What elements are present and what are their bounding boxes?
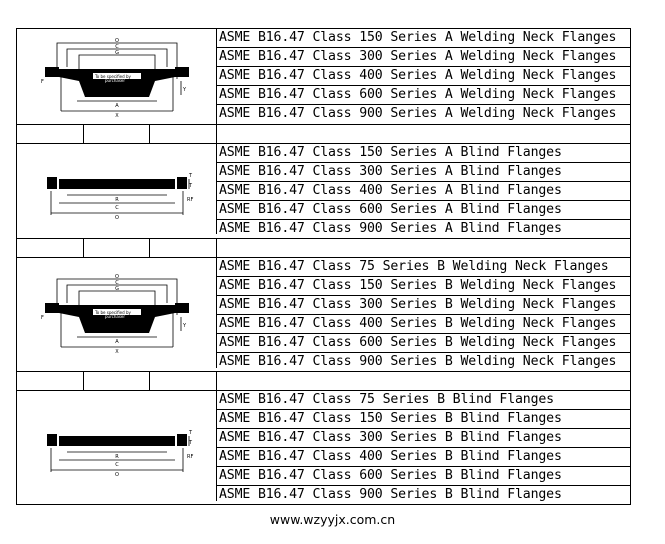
list-item: ASME B16.47 Class 300 Series A Welding N… — [217, 48, 630, 67]
svg-text:G: G — [115, 286, 119, 292]
list-item: ASME B16.47 Class 400 Series B Welding N… — [217, 315, 630, 334]
svg-text:purchaser: purchaser — [105, 314, 125, 319]
list-item: ASME B16.47 Class 400 Series B Blind Fla… — [217, 448, 630, 467]
list-item: ASME B16.47 Class 900 Series A Blind Fla… — [219, 221, 562, 236]
svg-text:RF: RF — [187, 454, 193, 460]
svg-text:RF: RF — [187, 197, 193, 203]
svg-text:Y: Y — [182, 87, 187, 93]
list-item: ASME B16.47 Class 600 Series B Blind Fla… — [217, 467, 630, 486]
svg-text:T: T — [188, 173, 193, 179]
flange-group-series-a-welding-neck: To be specified by purchaser O C G A X T… — [16, 28, 631, 125]
list-item: ASME B16.47 Class 600 Series A Blind Fla… — [217, 201, 630, 220]
flange-list: ASME B16.47 Class 150 Series A Blind Fla… — [217, 144, 630, 238]
blind-flange-diagram: R C O T T RF — [46, 430, 193, 478]
svg-text:G: G — [115, 50, 119, 56]
flange-table: To be specified by purchaser O C G A X T… — [16, 28, 631, 505]
list-item: ASME B16.47 Class 75 Series B Welding Ne… — [217, 258, 630, 277]
flange-group-series-b-blind: R C O T T RF ASME B16.47 Class 75 Series… — [16, 390, 631, 505]
svg-text:T: T — [188, 183, 193, 189]
svg-text:X: X — [115, 349, 119, 355]
spacer-row — [16, 125, 631, 143]
svg-text:T: T — [182, 309, 187, 315]
svg-text:X: X — [115, 113, 119, 119]
list-item: ASME B16.47 Class 600 Series B Welding N… — [217, 334, 630, 353]
list-item: ASME B16.47 Class 400 Series A Blind Fla… — [217, 182, 630, 201]
welding-neck-flange-diagram: To be specified by purchaser O C G A X T… — [41, 38, 189, 119]
svg-text:purchaser: purchaser — [105, 78, 125, 83]
flange-group-series-a-blind: R C O T T RF ASME B16.47 Class 150 Serie… — [16, 143, 631, 239]
list-item: ASME B16.47 Class 150 Series B Blind Fla… — [217, 410, 630, 429]
spacer-row — [16, 239, 631, 257]
svg-text:T: T — [182, 73, 187, 79]
svg-text:T: T — [188, 430, 193, 436]
svg-text:C: C — [115, 280, 119, 286]
svg-text:F: F — [41, 315, 44, 321]
list-item: ASME B16.47 Class 75 Series B Blind Flan… — [217, 391, 630, 410]
diagram-cell: To be specified by purchaser O C G A X T… — [17, 29, 217, 124]
svg-text:To be specified by: To be specified by — [94, 74, 131, 79]
flange-list: ASME B16.47 Class 75 Series B Welding Ne… — [217, 258, 630, 371]
svg-text:A: A — [115, 339, 119, 345]
svg-text:R: R — [115, 454, 119, 460]
svg-text:T: T — [188, 440, 193, 446]
list-item: ASME B16.47 Class 150 Series A Blind Fla… — [217, 144, 630, 163]
list-item: ASME B16.47 Class 400 Series A Welding N… — [217, 67, 630, 86]
svg-text:C: C — [115, 44, 119, 50]
svg-text:O: O — [115, 38, 119, 44]
list-item: ASME B16.47 Class 300 Series B Blind Fla… — [217, 429, 630, 448]
spacer-row — [16, 372, 631, 390]
list-item: ASME B16.47 Class 300 Series A Blind Fla… — [217, 163, 630, 182]
welding-neck-flange-diagram: To be specified by purchaser O C G A X T… — [41, 274, 189, 355]
list-item: ASME B16.47 Class 900 Series B Blind Fla… — [219, 487, 562, 502]
list-item: ASME B16.47 Class 150 Series A Welding N… — [217, 29, 630, 48]
list-item: ASME B16.47 Class 300 Series B Welding N… — [217, 296, 630, 315]
svg-text:O: O — [115, 215, 119, 221]
svg-text:F: F — [41, 79, 44, 85]
diagram-cell: R C O T T RF — [17, 391, 217, 501]
svg-text:C: C — [115, 205, 119, 211]
svg-text:O: O — [115, 472, 119, 478]
blind-flange-diagram: R C O T T RF — [46, 173, 193, 221]
site-url: www.wzyyjx.com.cn — [269, 512, 396, 527]
list-item: ASME B16.47 Class 900 Series A Welding N… — [219, 106, 617, 121]
diagram-cell: To be specified by purchaser O C G A X T… — [17, 258, 217, 368]
svg-text:O: O — [115, 274, 119, 280]
svg-text:C: C — [115, 462, 119, 468]
list-item: ASME B16.47 Class 150 Series B Welding N… — [217, 277, 630, 296]
svg-text:A: A — [115, 103, 119, 109]
svg-text:Y: Y — [182, 323, 187, 329]
list-item: ASME B16.47 Class 900 Series B Welding N… — [219, 354, 617, 369]
svg-text:R: R — [115, 197, 119, 203]
flange-list: ASME B16.47 Class 150 Series A Welding N… — [217, 29, 630, 124]
svg-text:To be specified by: To be specified by — [94, 310, 131, 315]
flange-group-series-b-welding-neck: To be specified by purchaser O C G A X T… — [16, 257, 631, 372]
diagram-cell: R C O T T RF — [17, 144, 217, 234]
list-item: ASME B16.47 Class 600 Series A Welding N… — [217, 86, 630, 105]
flange-list: ASME B16.47 Class 75 Series B Blind Flan… — [217, 391, 630, 504]
